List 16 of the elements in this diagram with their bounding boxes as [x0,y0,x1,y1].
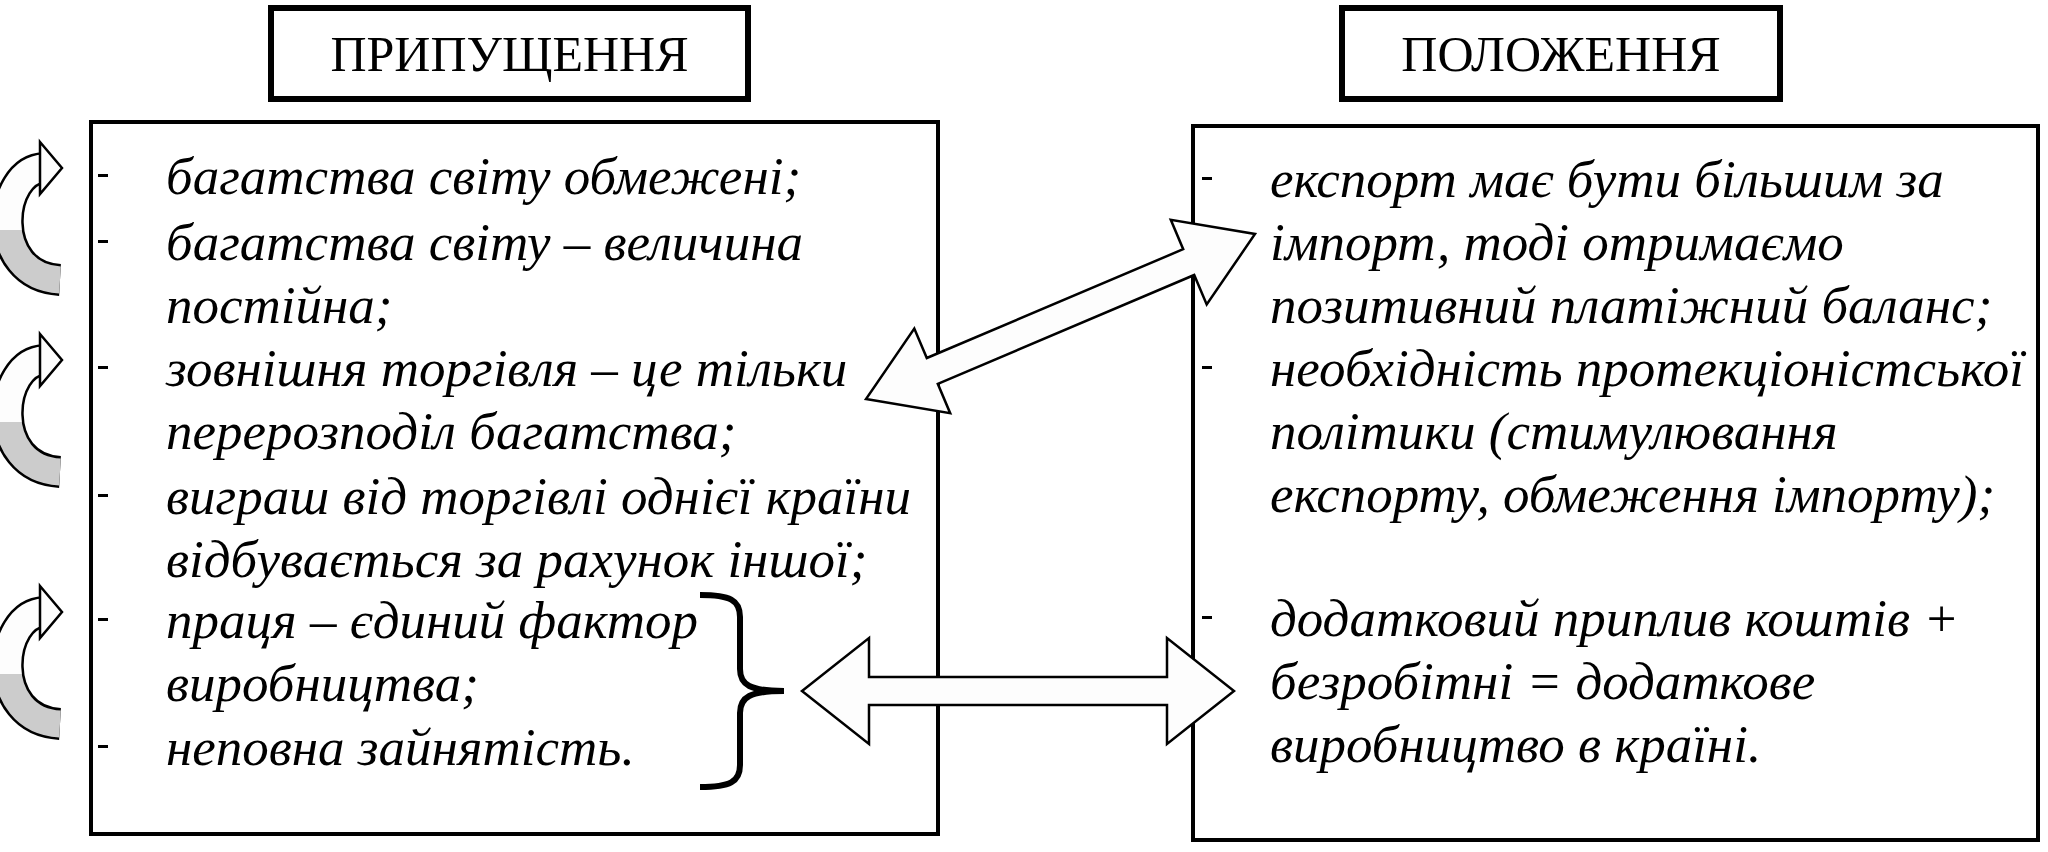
list-item-text: виграш від торгівлі однієї країни відбувається за рахунок іншої; [166,465,936,591]
list-item-text: необхідність протекціоністської політики (стимулювання експорту, обмеження імпорту); [1270,337,2030,526]
list-item-text: праця – єдиний фактор виробництва; [166,589,726,715]
curly-brace [700,592,784,790]
content-panel [89,120,940,836]
list-item-text: зовнішня торгівля – це тільки перерозподіл багатства; [166,337,866,463]
double-arrow [800,635,1236,747]
list-item-text: багатства світу обмежені; [166,145,906,208]
double-arrow [863,218,1258,415]
list-item-text: багатства світу – величина постійна; [166,211,866,337]
section-title: ПОЛОЖЕННЯ [1339,5,1783,102]
list-item-text: неповна зайнятість. [166,716,706,779]
section-title: ПРИПУЩЕННЯ [268,5,751,102]
content-panel [1191,124,2040,842]
list-item-text: додатковий приплив коштів + безробітні = додаткове виробництво в країні. [1270,587,2030,776]
list-item-text: експорт має бути більшим за імпорт, тоді отримаємо позитивний платіжний баланс; [1270,148,2030,337]
